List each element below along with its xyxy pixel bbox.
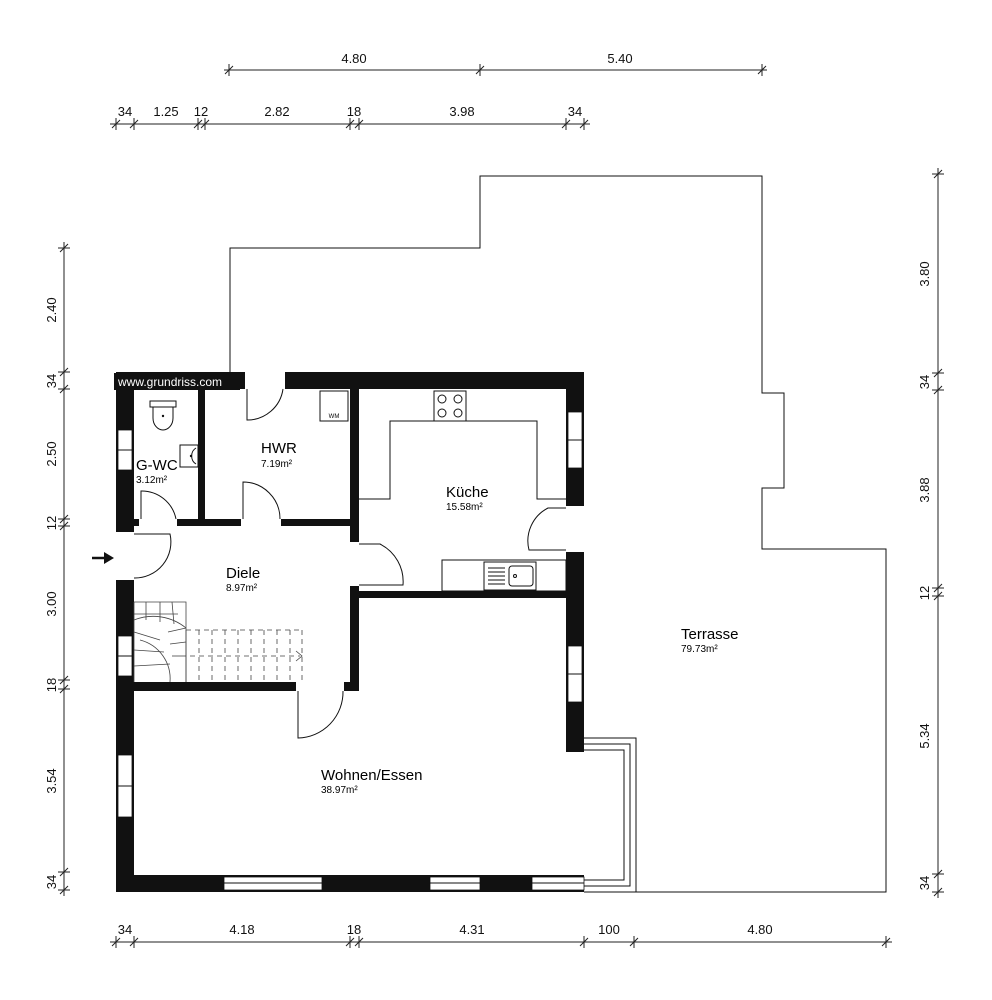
dim-bottom-2: 4.18	[229, 922, 254, 937]
dim-bottom-5: 100	[598, 922, 620, 937]
dim-right-4: 12	[917, 586, 932, 600]
room-area-hwr: 7.19m²	[261, 459, 293, 470]
dim-top-inner-2: 1.25	[153, 104, 178, 119]
dim-right-6: 34	[917, 876, 932, 890]
staircase	[133, 601, 303, 683]
dim-right-2: 34	[917, 375, 932, 389]
dim-top-inner-6: 3.98	[449, 104, 474, 119]
dim-bottom-3: 18	[347, 922, 361, 937]
dimension-chain-right: 3.80 34 3.88 12 5.34 34	[917, 168, 944, 898]
room-area-wohnen: 38.97m²	[321, 785, 358, 796]
room-area-diele: 8.97m²	[226, 583, 258, 594]
dimension-chain-top-inner: 34 1.25 12 2.82 18 3.98 34	[110, 104, 590, 130]
windows	[117, 411, 585, 891]
room-name-hwr: HWR	[261, 440, 297, 457]
dim-right-1: 3.80	[917, 261, 932, 286]
room-name-terrasse: Terrasse	[681, 626, 739, 643]
dim-left-4: 12	[44, 516, 59, 530]
dim-right-5: 5.34	[917, 723, 932, 748]
dim-left-2: 34	[44, 374, 59, 388]
dim-left-1: 2.40	[44, 297, 59, 322]
room-label-hwr: HWR 7.19m²	[261, 440, 297, 470]
dim-bottom-1: 34	[118, 922, 132, 937]
bay-window	[584, 737, 637, 893]
washing-machine-label: WM	[329, 414, 340, 420]
dim-top-inner-4: 2.82	[264, 104, 289, 119]
room-label-terrasse: Terrasse 79.73m²	[681, 626, 739, 655]
room-label-kueche: Küche 15.58m²	[446, 484, 489, 513]
dim-top-outer-2: 5.40	[607, 51, 632, 66]
dimension-chain-left: 2.40 34 2.50 12 3.00 18 3.54 34	[44, 242, 70, 896]
dim-top-inner-1: 34	[118, 104, 132, 119]
dim-top-inner-7: 34	[568, 104, 582, 119]
room-area-kueche: 15.58m²	[446, 502, 483, 513]
wash-basin-icon	[179, 444, 199, 468]
dimension-chain-bottom: 34 4.18 18 4.31 100 4.80	[110, 922, 892, 948]
room-name-kueche: Küche	[446, 484, 489, 501]
entrance-arrow-icon	[92, 552, 114, 564]
dim-bottom-6: 4.80	[747, 922, 772, 937]
dim-right-3: 3.88	[917, 477, 932, 502]
watermark: www.grundriss.com	[114, 373, 240, 390]
kitchen-sink-icon	[483, 561, 537, 591]
dim-left-6: 18	[44, 678, 59, 692]
room-label-diele: Diele 8.97m²	[226, 565, 260, 594]
dim-top-outer-1: 4.80	[341, 51, 366, 66]
room-name-diele: Diele	[226, 565, 260, 582]
dim-left-8: 34	[44, 875, 59, 889]
dim-left-3: 2.50	[44, 441, 59, 466]
room-name-gwc: G-WC	[136, 457, 178, 474]
dim-bottom-4: 4.31	[459, 922, 484, 937]
washing-machine-icon: WM	[319, 390, 349, 422]
room-area-gwc: 3.12m²	[136, 475, 168, 486]
terrace-outline	[229, 175, 887, 893]
door-swings	[133, 388, 566, 739]
cooktop-icon	[433, 390, 467, 422]
room-area-terrasse: 79.73m²	[681, 644, 718, 655]
room-label-wohnen: Wohnen/Essen 38.97m²	[321, 767, 422, 796]
dim-left-5: 3.00	[44, 591, 59, 616]
dim-top-inner-5: 18	[347, 104, 361, 119]
watermark-text: www.grundriss.com	[117, 375, 222, 389]
dimension-chain-top-outer: 4.80 5.40	[224, 51, 767, 76]
door-openings	[115, 371, 585, 692]
room-label-gwc: G-WC 3.12m²	[136, 457, 178, 486]
dim-top-inner-3: 12	[194, 104, 208, 119]
toilet-icon	[149, 400, 177, 431]
dim-left-7: 3.54	[44, 768, 59, 793]
room-name-wohnen: Wohnen/Essen	[321, 767, 422, 784]
